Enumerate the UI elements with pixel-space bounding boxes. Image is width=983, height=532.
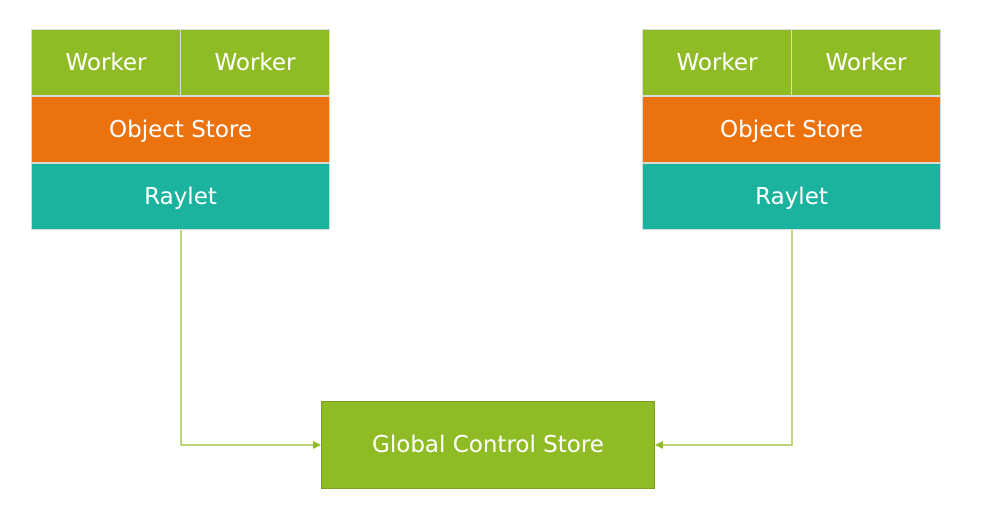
worker-box: Worker [31, 29, 181, 96]
raylet-box: Raylet [642, 163, 941, 230]
worker-box: Worker [180, 29, 330, 96]
worker-box: Worker [642, 29, 792, 96]
object-store-box: Object Store [31, 96, 330, 163]
worker-row: Worker Worker [642, 29, 941, 96]
raylet-box: Raylet [31, 163, 330, 230]
worker-box: Worker [791, 29, 941, 96]
connector-node-1-to-gcs [180, 230, 321, 449]
connector-node-2-to-gcs [655, 230, 793, 449]
object-store-box: Object Store [642, 96, 941, 163]
worker-row: Worker Worker [31, 29, 330, 96]
global-control-store-box: Global Control Store [321, 401, 655, 489]
